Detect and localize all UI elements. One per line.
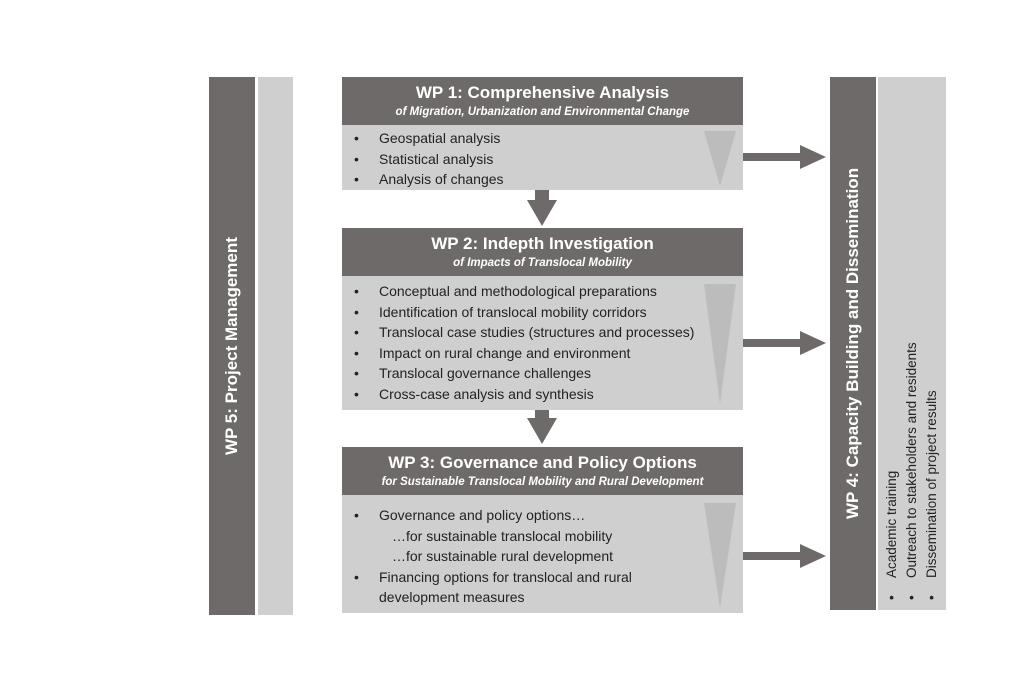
wp3-body: Governance and policy options… …for sust… bbox=[342, 495, 743, 613]
wp1-header: WP 1: Comprehensive Analysis of Migratio… bbox=[342, 77, 743, 125]
arrow-wp1-to-wp4 bbox=[743, 145, 826, 169]
wp2-item: Impact on rural change and environment bbox=[342, 343, 743, 364]
wp2-item: Translocal governance challenges bbox=[342, 363, 743, 384]
wp2-item: Conceptual and methodological preparatio… bbox=[342, 281, 743, 302]
wp4-item: Outreach to stakeholders and residents bbox=[902, 77, 922, 606]
triangle-icon bbox=[704, 284, 736, 404]
arrow-wp2-to-wp3 bbox=[527, 410, 557, 444]
wp2-item: Translocal case studies (structures and … bbox=[342, 322, 743, 343]
arrow-wp1-to-wp2 bbox=[527, 190, 557, 226]
wp4-side-panel: Academic training Outreach to stakeholde… bbox=[878, 77, 946, 610]
wp3-header: WP 3: Governance and Policy Options for … bbox=[342, 447, 743, 495]
wp4-item: Academic training bbox=[882, 77, 902, 606]
wp4-title: WP 4: Capacity Building and Disseminatio… bbox=[830, 77, 876, 610]
arrow-wp3-to-wp4 bbox=[743, 544, 826, 568]
wp5-side-bar bbox=[258, 77, 293, 615]
arrow-wp2-to-wp4 bbox=[743, 331, 826, 355]
wp1-item: Analysis of changes bbox=[342, 169, 743, 190]
wp3-subtitle: for Sustainable Translocal Mobility and … bbox=[381, 476, 704, 488]
wp2-item: Identification of translocal mobility co… bbox=[342, 302, 743, 323]
wp2-body: Conceptual and methodological preparatio… bbox=[342, 276, 743, 410]
wp1-item: Statistical analysis bbox=[342, 149, 743, 170]
wp1-subtitle: of Migration, Urbanization and Environme… bbox=[395, 106, 690, 118]
triangle-icon bbox=[704, 131, 736, 186]
wp3-item: Governance and policy options… bbox=[342, 505, 743, 526]
wp1-title: WP 1: Comprehensive Analysis bbox=[415, 83, 670, 102]
wp5-title: WP 5: Project Management bbox=[209, 77, 255, 615]
wp4-item: Dissemination of project results bbox=[922, 77, 942, 606]
wp2-title: WP 2: Indepth Investigation bbox=[431, 234, 654, 253]
wp1-body: Geospatial analysis Statistical analysis… bbox=[342, 125, 743, 190]
wp3-title: WP 3: Governance and Policy Options bbox=[388, 453, 697, 472]
wp2-item: Cross-case analysis and synthesis bbox=[342, 384, 743, 405]
wp3-item-continued: development measures bbox=[379, 589, 525, 605]
wp1-item: Geospatial analysis bbox=[342, 128, 743, 149]
wp3-subitem: …for sustainable translocal mobility bbox=[392, 527, 613, 544]
wp3-subitem: …for sustainable rural development bbox=[392, 548, 614, 564]
wp3-item: Financing options for translocal and rur… bbox=[342, 567, 743, 588]
triangle-icon bbox=[704, 503, 736, 608]
wp2-subtitle: of Impacts of Translocal Mobility bbox=[453, 257, 632, 269]
wp2-header: WP 2: Indepth Investigation of Impacts o… bbox=[342, 228, 743, 276]
